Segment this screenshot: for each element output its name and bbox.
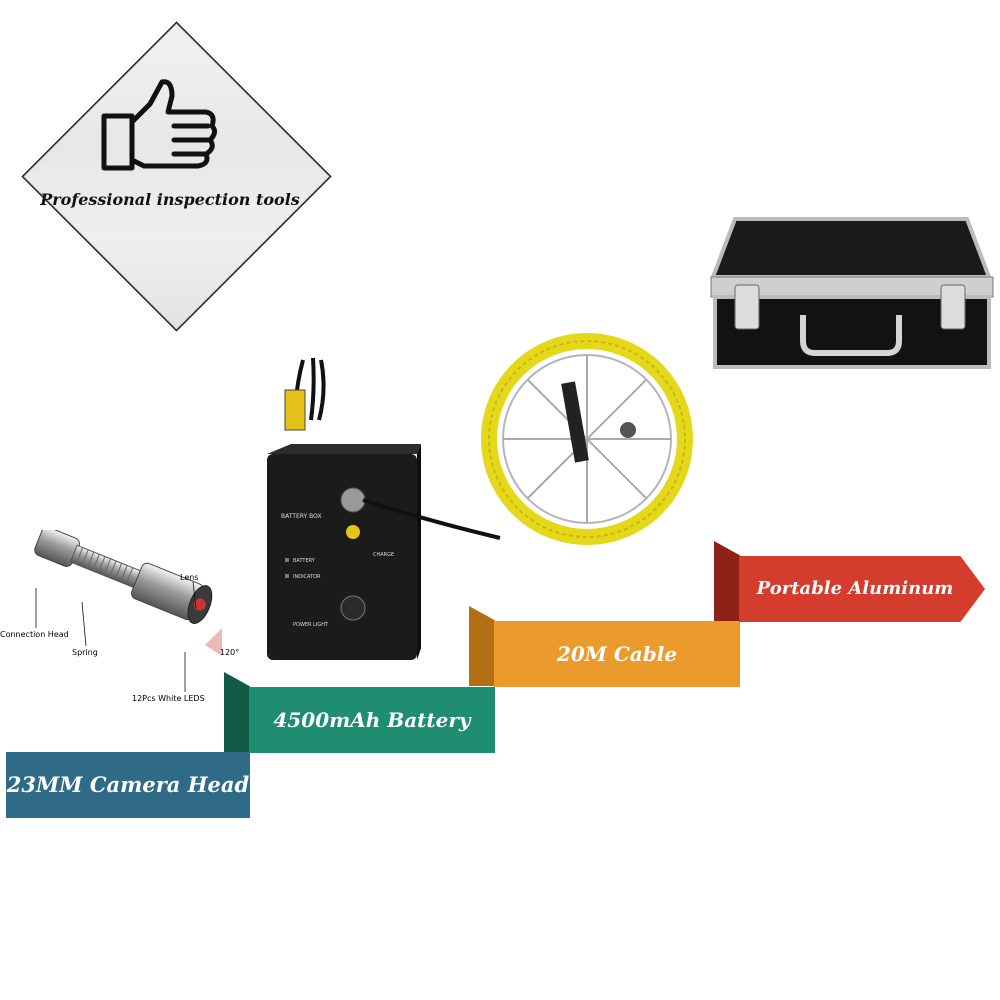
case-ribbon-fold <box>714 541 740 621</box>
charge-label: CHARGE <box>373 552 394 558</box>
cable-reel-image <box>481 333 693 545</box>
power-light-label: POWER LIGHT <box>293 622 329 628</box>
spring-callout: Spring <box>72 648 98 657</box>
camera-head-image: Lens Connection Head Spring 120° 12Pcs W… <box>0 530 239 703</box>
case-label: Portable Aluminum Case <box>756 578 954 665</box>
leds-callout: 12Pcs White LEDS <box>132 694 205 703</box>
cable-ribbon-fold <box>469 606 495 686</box>
thumbs-up-icon <box>101 79 218 171</box>
angle-callout: 120° <box>220 648 239 657</box>
camera-head-ribbon: 23MM Camera Head <box>6 752 250 818</box>
diamond-badge <box>21 21 332 332</box>
battery-label: 4500mAh Battery <box>273 708 471 732</box>
cable-ribbon: 20M Cable <box>494 621 740 687</box>
battery-indicator-label: BATTERY <box>293 558 316 564</box>
connection-head-callout: Connection Head <box>0 630 69 639</box>
badge-caption: Professional inspection tools <box>40 190 300 209</box>
aluminum-case-image <box>710 217 994 369</box>
lens-callout: Lens <box>180 573 198 582</box>
battery-ribbon-fold <box>224 672 250 752</box>
indicator-label: INDICATOR <box>293 574 321 580</box>
battery-box-title: BATTERY BOX <box>281 513 322 520</box>
camera-head-label: 23MM Camera Head <box>6 772 250 797</box>
battery-box-image: BATTERY BOX BATTERY INDICATOR POWER LIGH… <box>267 357 501 660</box>
cable-label: 20M Cable <box>556 642 678 666</box>
case-ribbon: Portable Aluminum Case <box>739 556 985 622</box>
battery-ribbon: 4500mAh Battery <box>249 687 495 753</box>
